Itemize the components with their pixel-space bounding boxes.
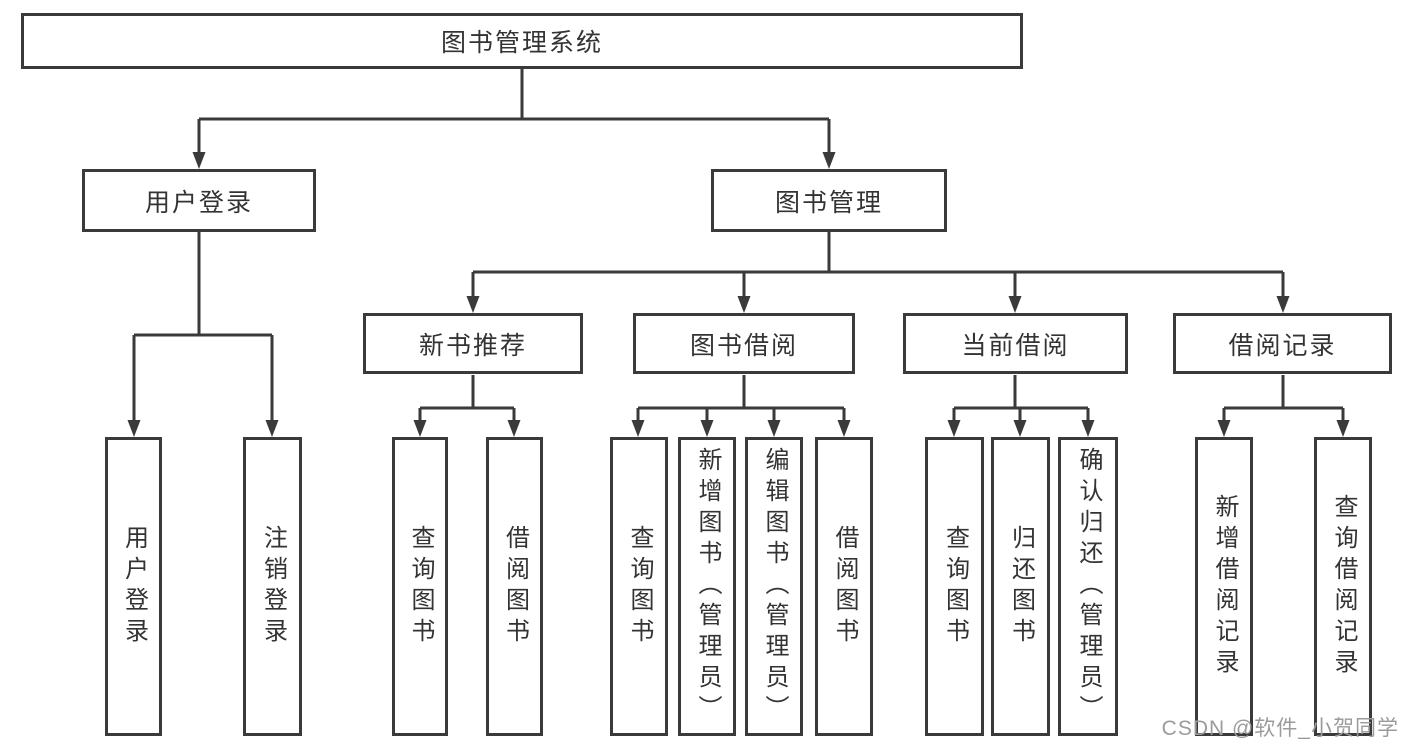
node-current-borrowing: 当前借阅 (903, 313, 1128, 374)
arrowhead (192, 152, 206, 169)
arrowhead (1336, 420, 1350, 437)
leaf-user-login: 用户登录 (105, 437, 162, 736)
arrowhead (767, 420, 781, 437)
arrowhead (822, 152, 836, 169)
leaf-return-book: 归还图书 (991, 437, 1050, 736)
arrowhead (265, 420, 279, 437)
node-user-login: 用户登录 (82, 169, 316, 232)
connector-userlogin-to-leaves (127, 232, 279, 437)
arrowhead (947, 420, 961, 437)
node-root-system: 图书管理系统 (21, 13, 1023, 69)
connector-currentborrow-to-leaves (947, 375, 1095, 437)
connector-bookborrow-to-leaves (631, 375, 851, 437)
arrowhead (1013, 420, 1027, 437)
connector-root-to-level2 (192, 69, 836, 169)
arrowhead (507, 420, 521, 437)
connector-borrowrecords-to-leaves (1217, 375, 1350, 437)
arrowhead (837, 420, 851, 437)
leaf-add-borrow-record: 新增借阅记录 (1195, 437, 1253, 736)
arrowhead (737, 296, 751, 313)
arrowhead (631, 420, 645, 437)
node-book-borrowing: 图书借阅 (633, 313, 855, 374)
leaf-confirm-return-admin: 确认归还（管理员） (1058, 437, 1118, 736)
arrowhead (1276, 296, 1290, 313)
arrowhead (1008, 296, 1022, 313)
connector-bookmgmt-to-level3 (466, 232, 1290, 313)
node-book-management: 图书管理 (711, 169, 947, 232)
arrowhead (413, 420, 427, 437)
leaf-query-book-current: 查询图书 (925, 437, 984, 736)
leaf-logout: 注销登录 (243, 437, 302, 736)
leaf-query-book-recommendation: 查询图书 (392, 437, 448, 736)
leaf-edit-book-admin: 编辑图书（管理员） (745, 437, 803, 736)
arrowhead (700, 420, 714, 437)
leaf-query-book-borrowing: 查询图书 (610, 437, 668, 736)
arrowhead (1081, 420, 1095, 437)
leaf-query-borrow-record: 查询借阅记录 (1314, 437, 1372, 736)
arrowhead (1217, 420, 1231, 437)
leaf-borrow-book-recommendation: 借阅图书 (486, 437, 543, 736)
leaf-borrow-book: 借阅图书 (815, 437, 873, 736)
arrowhead (466, 296, 480, 313)
node-new-book-recommendation: 新书推荐 (363, 313, 583, 374)
arrowhead (127, 420, 141, 437)
connector-newrec-to-leaves (413, 375, 521, 437)
node-borrowing-records: 借阅记录 (1173, 313, 1392, 374)
csdn-watermark: CSDN @软件_小贺同学 (1161, 717, 1399, 740)
leaf-add-book-admin: 新增图书（管理员） (678, 437, 736, 736)
